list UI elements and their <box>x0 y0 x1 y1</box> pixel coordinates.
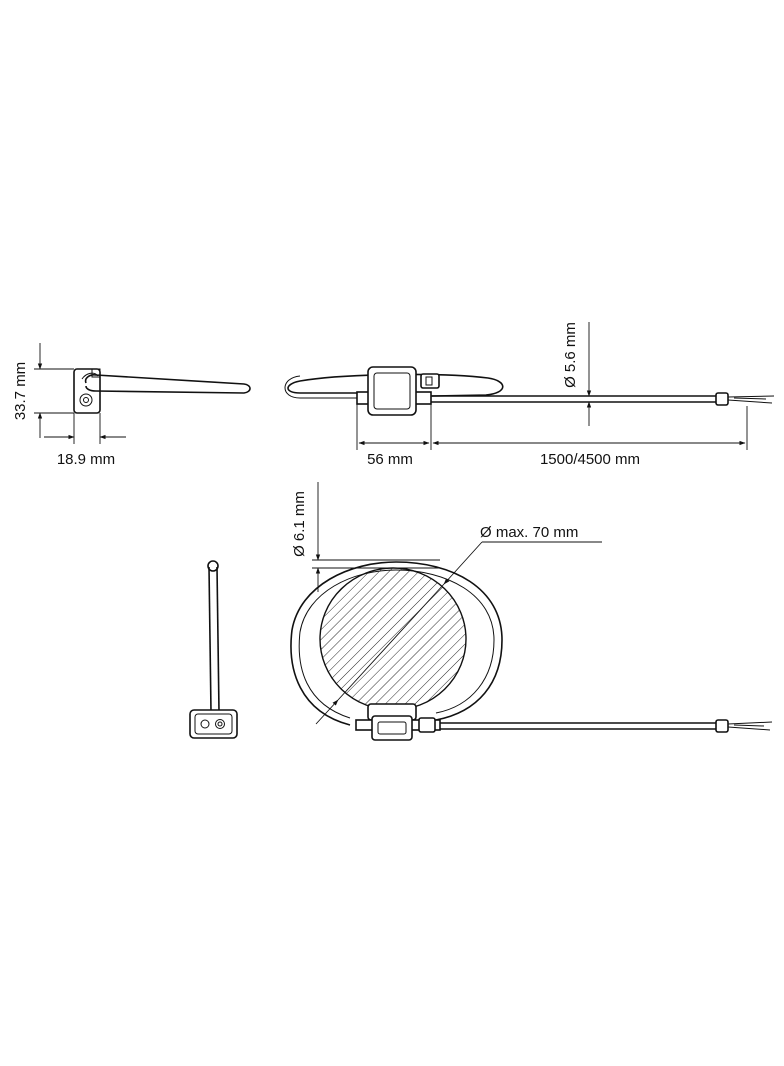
top-housing-inner <box>373 372 411 410</box>
end-coil-right <box>216 566 220 713</box>
top-lock-slot <box>425 376 433 386</box>
top-housing <box>367 366 417 416</box>
side-view: 33.7 mm 18.9 mm <box>12 343 251 468</box>
front-view: Ø 6.1 mm Ø max. 70 mm <box>290 482 773 741</box>
side-coil-bend <box>81 372 99 380</box>
end-socket-left <box>200 719 210 729</box>
height-side-label: 33.7 mm <box>12 362 29 420</box>
end-coil-tip <box>207 560 219 572</box>
top-cable-end <box>715 392 729 406</box>
side-connector-socket <box>79 393 93 407</box>
cable-diameter-label: Ø 5.6 mm <box>562 322 579 388</box>
end-connector-inner <box>194 713 233 735</box>
front-coil-outer <box>290 561 503 726</box>
top-lock <box>420 373 440 389</box>
width-side-label: 18.9 mm <box>57 451 115 468</box>
cable-length-label: 1500/4500 mm <box>540 451 640 468</box>
front-housing-inner <box>377 721 407 735</box>
end-socket-right <box>215 719 225 729</box>
top-view: Ø 5.6 mm 56 mm 1500/4500 mm <box>284 322 775 468</box>
end-coil-left <box>208 566 212 713</box>
end-connector <box>189 709 238 739</box>
coil-diameter-label: Ø 6.1 mm <box>291 491 308 557</box>
end-view <box>189 560 238 739</box>
sensor-width-label: 56 mm <box>367 451 413 468</box>
max-conductor-label: Ø max. 70 mm <box>480 524 578 541</box>
top-coil-inner <box>284 375 368 399</box>
side-connector-pin <box>83 397 89 403</box>
side-coil <box>84 374 251 394</box>
front-lock <box>418 717 436 733</box>
end-socket-right-pin <box>217 721 223 727</box>
front-cable-end <box>715 719 729 733</box>
max-conductor-area <box>319 567 467 711</box>
